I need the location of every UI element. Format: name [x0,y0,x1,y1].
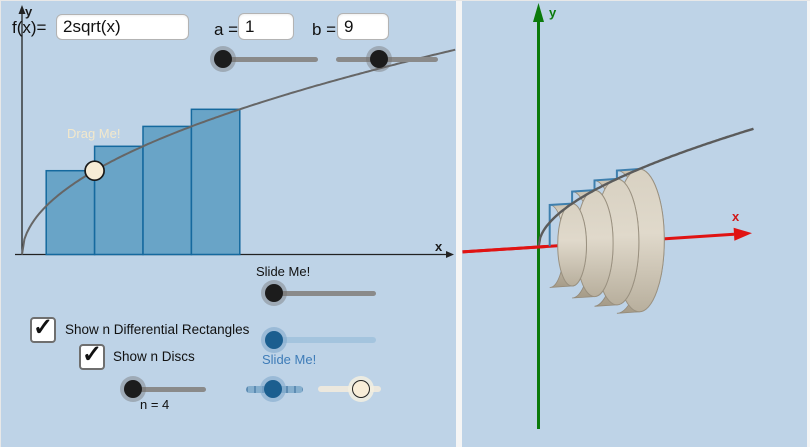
slider-top-track[interactable] [268,290,376,296]
slider-b[interactable] [336,50,438,68]
slider-blue-dotted[interactable] [246,380,303,398]
a-label: a = [214,20,239,39]
slider-n[interactable] [124,380,206,398]
slider-n-knob[interactable] [124,380,142,398]
panel-divider [456,1,462,447]
riemann-rect [93,145,144,256]
slider-blue[interactable] [265,331,376,349]
slider-n-track[interactable] [124,386,206,392]
checkbox-show-rectangles-label: Show n Differential Rectangles [65,322,250,337]
check-icon: ✓ [81,340,103,368]
x-axis-label-2d: x [435,239,443,254]
slider-n-label: n = 4 [140,397,170,412]
check-icon: ✓ [32,313,54,341]
x-axis-label-3d: x [732,209,740,224]
a-input[interactable] [238,13,294,40]
right-edge-strip [807,1,810,447]
y-axis-label-2d: y [25,4,33,19]
slider-white-track[interactable] [318,386,381,392]
slider-top[interactable] [265,284,376,302]
checkbox-show-discs[interactable]: ✓ [79,340,105,370]
y-axis-arrow [18,5,26,14]
b-label: b = [312,20,337,39]
slider-a-knob[interactable] [214,50,232,68]
slider-top-label: Slide Me! [256,264,311,279]
function-curve-3d [537,127,754,248]
checkbox-show-discs-label: Show n Discs [113,349,195,364]
y-axis-label-3d: y [549,5,557,20]
drag-point-label: Drag Me! [67,126,121,141]
slider-a[interactable] [214,50,318,68]
riemann-rect [142,125,193,256]
slider-white-knob[interactable] [352,380,370,398]
slider-a-track[interactable] [219,56,318,62]
function-input[interactable] [56,14,189,40]
y-axis-3d-arrow [533,3,544,22]
x-axis-3d-front-segment [462,245,547,254]
x-axis-3d-arrow [733,227,752,241]
slider-blue-label: Slide Me! [262,352,317,367]
disc-face [557,203,587,287]
checkbox-show-rectangles[interactable]: ✓ [30,313,56,343]
function-label: f(x)= [12,18,47,37]
slider-blue-track[interactable] [268,337,376,343]
b-input[interactable] [337,13,389,40]
slider-white[interactable] [318,380,381,398]
riemann-rect [190,108,241,256]
drag-point[interactable] [84,160,105,182]
riemann-rect [45,169,96,256]
slider-top-knob[interactable] [265,284,283,302]
slider-blue-dotted-knob[interactable] [264,380,282,398]
slider-blue-knob[interactable] [265,331,283,349]
slider-b-knob[interactable] [370,50,388,68]
x-axis-arrow [446,251,454,258]
